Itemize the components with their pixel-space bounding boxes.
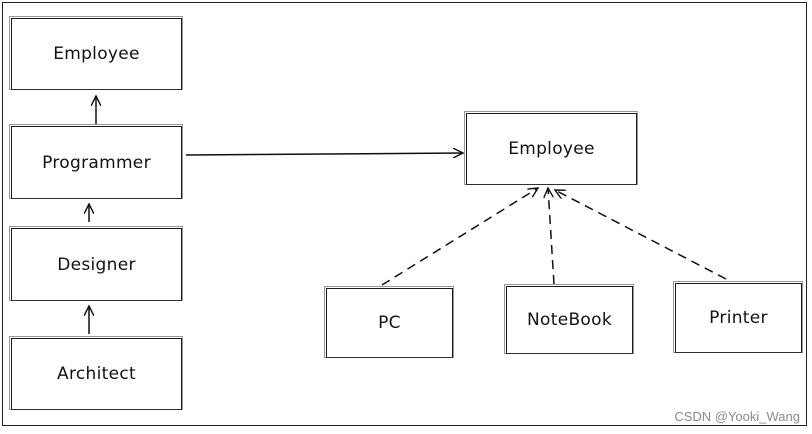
node-programmer: Programmer: [9, 124, 183, 199]
node-label: Employee: [508, 139, 595, 159]
node-label: Architect: [57, 364, 136, 384]
node-label: Printer: [709, 308, 768, 328]
node-notebook: NoteBook: [504, 284, 634, 354]
node-employee-top: Employee: [9, 16, 183, 90]
node-pc: PC: [324, 286, 454, 358]
diagram-frame: [2, 2, 807, 426]
watermark: CSDN @Yooki_Wang: [674, 409, 800, 424]
edge-pc-to-employee: [381, 188, 538, 286]
node-label: PC: [378, 313, 401, 333]
node-employee-right: Employee: [464, 111, 638, 185]
node-designer: Designer: [9, 226, 183, 301]
node-printer: Printer: [673, 281, 803, 353]
node-label: Designer: [57, 254, 136, 275]
node-architect: Architect: [9, 336, 183, 410]
node-label: NoteBook: [527, 310, 612, 330]
node-label: Programmer: [42, 152, 151, 173]
edge-printer-to-employee: [555, 190, 727, 280]
edge-programmer-to-employee-right: [185, 153, 463, 155]
node-label: Employee: [53, 44, 140, 64]
edge-notebook-to-employee: [548, 188, 555, 285]
